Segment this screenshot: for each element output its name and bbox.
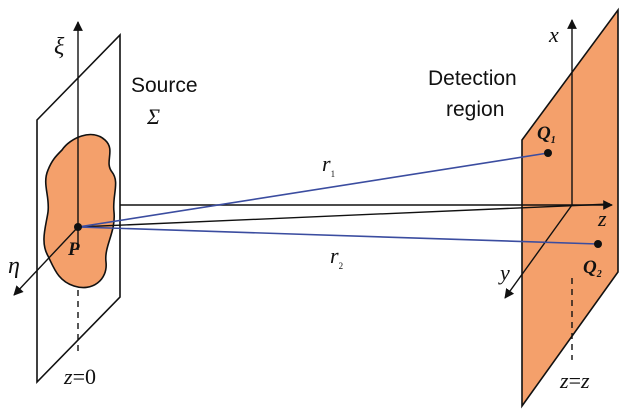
point-q2-label: Q2 bbox=[583, 257, 602, 280]
eta-label: η bbox=[8, 253, 20, 279]
point-q1-label: Q1 bbox=[537, 123, 556, 146]
source-blob bbox=[43, 133, 117, 289]
r1-label: r1 bbox=[322, 151, 335, 179]
x-axis-label: x bbox=[548, 22, 559, 47]
z-axis-label: z bbox=[597, 206, 607, 231]
eta-axis bbox=[13, 226, 79, 296]
zz-label: z=z bbox=[559, 368, 590, 393]
region-label: region bbox=[446, 98, 504, 121]
y-axis-label: y bbox=[498, 260, 510, 285]
z-axis bbox=[77, 203, 611, 228]
point-p-label: P bbox=[67, 239, 80, 260]
xi-label: ξ bbox=[54, 34, 65, 60]
sigma-label: Σ bbox=[146, 104, 160, 129]
point-p-marker bbox=[74, 223, 82, 231]
source-label: Source bbox=[131, 74, 198, 97]
detection-label: Detection bbox=[428, 67, 517, 90]
ray-r2 bbox=[77, 226, 599, 245]
z0-label: z=0 bbox=[63, 364, 96, 389]
ray-r1 bbox=[77, 152, 549, 228]
point-q1-marker bbox=[544, 149, 552, 157]
source-plane bbox=[36, 33, 121, 384]
y-axis bbox=[504, 204, 573, 299]
point-q2-marker bbox=[594, 240, 602, 248]
r2-label: r2 bbox=[330, 243, 343, 271]
